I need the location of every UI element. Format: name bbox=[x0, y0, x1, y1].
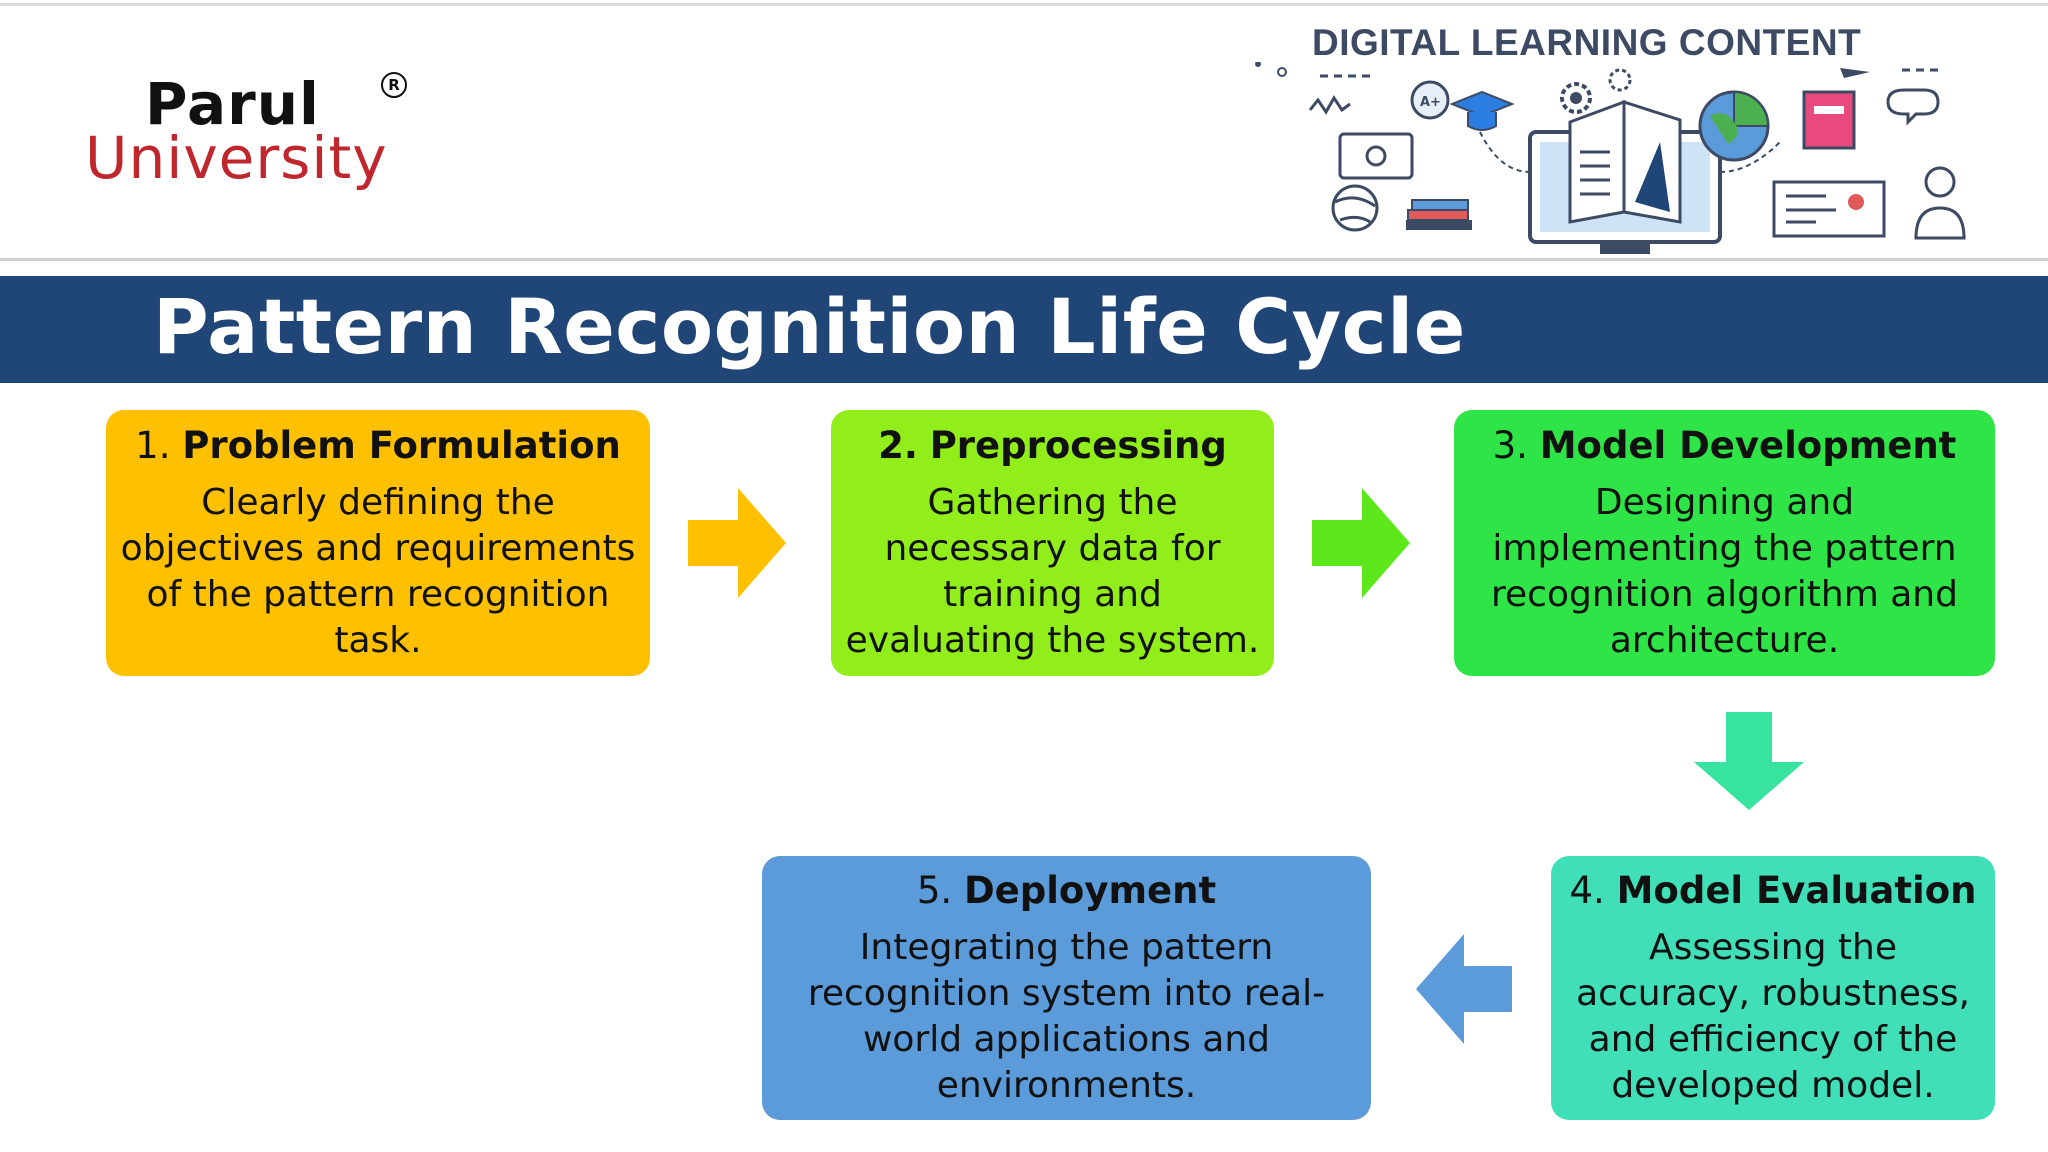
logo-parul-text: Parul bbox=[145, 70, 320, 138]
step-description: Clearly defining the objectives and requ… bbox=[120, 482, 636, 661]
step-description: Gathering the necessary data for trainin… bbox=[845, 482, 1260, 661]
step-heading: 2. Preprocessing bbox=[878, 422, 1227, 470]
step-heading: 1. Problem Formulation bbox=[135, 422, 621, 470]
step-description: Integrating the pattern recognition syst… bbox=[807, 927, 1326, 1106]
step-number: 5. bbox=[916, 869, 953, 912]
step-heading: 4. Model Evaluation bbox=[1570, 867, 1977, 915]
step-number: 4. bbox=[1569, 869, 1605, 912]
step-name: Preprocessing bbox=[929, 424, 1227, 467]
arrow-left-icon bbox=[1416, 934, 1512, 1044]
step-number: 1. bbox=[135, 424, 171, 467]
step-model-development: 3. Model Development Designing and imple… bbox=[1454, 410, 1995, 676]
arrow-down-icon bbox=[1694, 712, 1804, 810]
digital-learning-banner-title: DIGITAL LEARNING CONTENT bbox=[1312, 22, 1862, 63]
step-problem-formulation: 1. Problem Formulation Clearly defining … bbox=[106, 410, 650, 676]
header-divider bbox=[0, 258, 2048, 261]
slide-title-bar: Pattern Recognition Life Cycle bbox=[0, 276, 2048, 383]
top-divider bbox=[0, 3, 2048, 6]
step-deployment: 5. Deployment Integrating the pattern re… bbox=[762, 856, 1371, 1120]
digital-learning-illustration: A+ bbox=[1255, 62, 1966, 254]
logo-university-text: University bbox=[85, 124, 388, 192]
slide-title: Pattern Recognition Life Cycle bbox=[153, 282, 1466, 371]
step-heading: 5. Deployment bbox=[917, 867, 1216, 915]
step-name: Problem Formulation bbox=[182, 424, 621, 467]
step-name: Model Evaluation bbox=[1616, 869, 1977, 912]
step-number: 3. bbox=[1492, 424, 1528, 467]
svg-text:A+: A+ bbox=[1420, 95, 1441, 110]
step-preprocessing: 2. Preprocessing Gathering the necessary… bbox=[831, 410, 1274, 676]
step-heading: 3. Model Development bbox=[1493, 422, 1957, 470]
arrow-right-icon bbox=[1312, 488, 1410, 598]
registered-mark: R bbox=[381, 72, 407, 98]
step-number: 2. bbox=[878, 424, 918, 467]
step-model-evaluation: 4. Model Evaluation Assessing the accura… bbox=[1551, 856, 1995, 1120]
step-name: Model Development bbox=[1539, 424, 1957, 467]
step-name: Deployment bbox=[963, 869, 1217, 912]
step-description: Designing and implementing the pattern r… bbox=[1491, 482, 1958, 661]
step-description: Assessing the accuracy, robustness, and … bbox=[1576, 927, 1970, 1106]
arrow-right-icon bbox=[688, 488, 786, 598]
university-logo: Parul R University bbox=[85, 70, 425, 200]
